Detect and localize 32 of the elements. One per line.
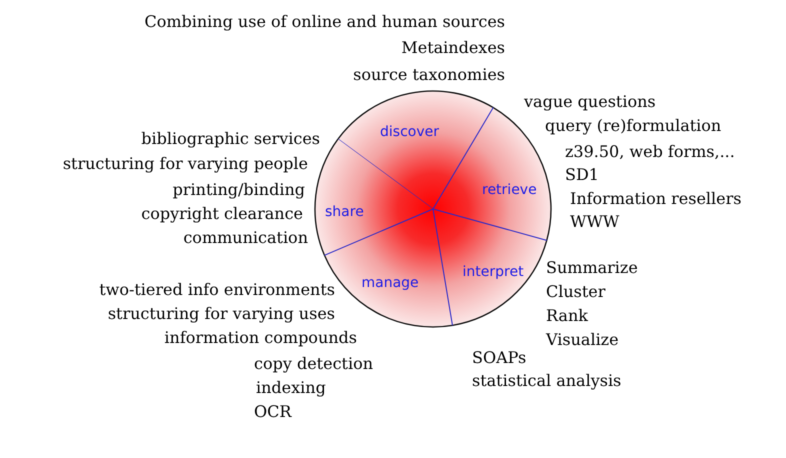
topic-text: z39.50, web forms,...: [565, 142, 735, 162]
topic-text: SD1: [565, 165, 599, 185]
topic-text: source taxonomies: [353, 65, 505, 85]
topic-text: OCR: [254, 402, 292, 422]
sector-label: interpret: [462, 264, 524, 280]
sector-label: manage: [362, 275, 419, 291]
pie-sector: [432, 208, 548, 326]
topic-text: query (re)formulation: [545, 116, 722, 136]
topic-text: Combining use of online and human sources: [144, 12, 505, 32]
topic-text: statistical analysis: [472, 371, 622, 391]
sector-label: share: [325, 204, 364, 220]
topic-text: bibliographic services: [141, 129, 320, 149]
sector-label: retrieve: [482, 182, 537, 198]
topic-text: information compounds: [164, 328, 357, 348]
topic-text: copyright clearance: [141, 204, 303, 224]
topic-text: Cluster: [546, 282, 606, 302]
topic-text: structuring for varying people: [62, 154, 308, 174]
topic-text: Rank: [546, 306, 588, 326]
topic-text: two-tiered info environments: [99, 280, 335, 300]
topic-text: SOAPs: [472, 348, 526, 368]
topic-text: Information resellers: [570, 189, 742, 209]
topic-text: copy detection: [254, 354, 374, 374]
topic-text: printing/binding: [172, 180, 305, 200]
topic-text: indexing: [256, 378, 326, 398]
sector-label: discover: [380, 124, 439, 140]
topic-text: Summarize: [546, 258, 638, 278]
topic-text: Visualize: [546, 330, 619, 350]
topic-text: vague questions: [524, 92, 656, 112]
topic-text: WWW: [570, 212, 620, 232]
topic-text: structuring for varying uses: [108, 304, 335, 324]
topic-text: communication: [183, 228, 308, 248]
topic-text: Metaindexes: [401, 38, 505, 58]
